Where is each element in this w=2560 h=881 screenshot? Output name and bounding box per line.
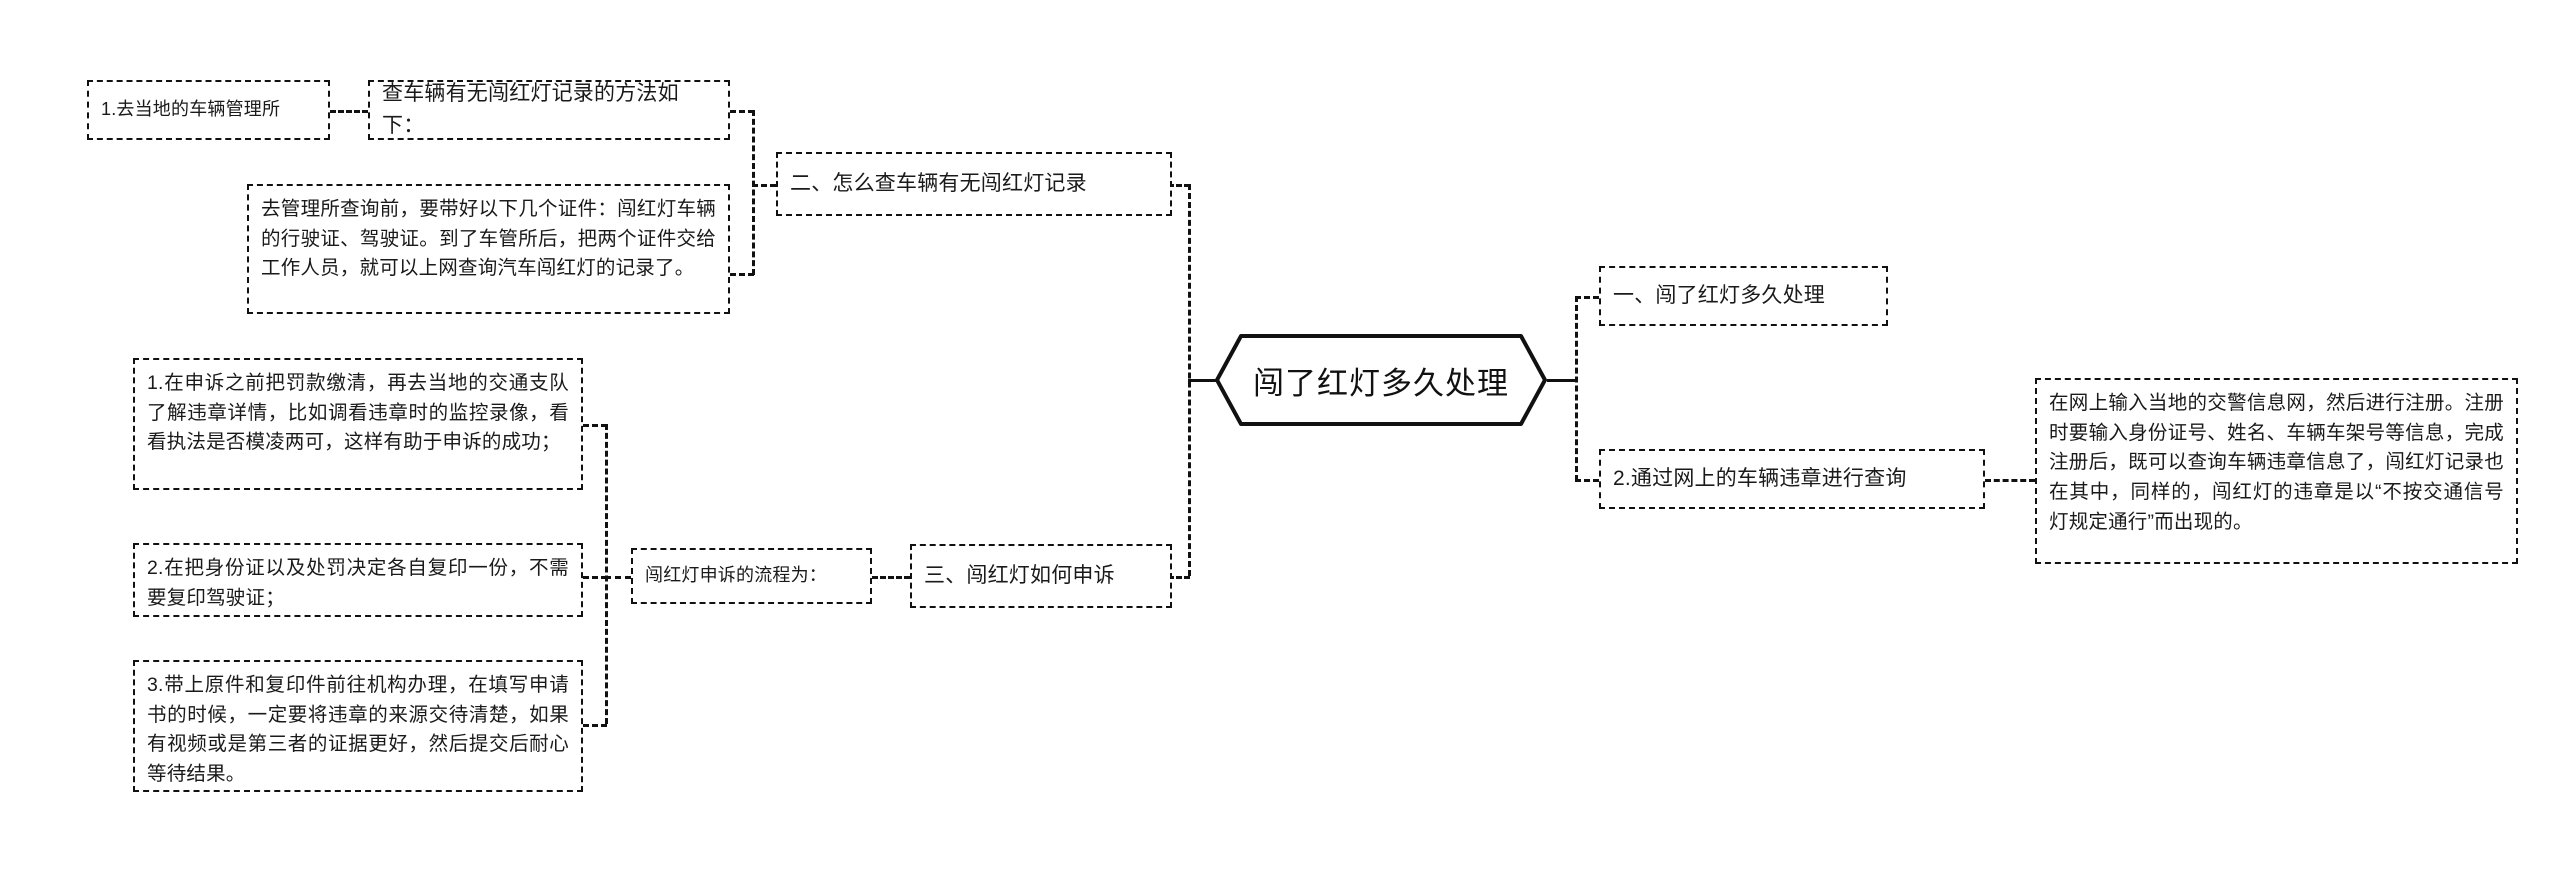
methods-to-item1 [330, 110, 368, 113]
sec2-sub-spine [752, 110, 755, 275]
node-online-query-detail-text: 在网上输入当地的交警信息网，然后进行注册。注册时要输入身份证号、姓名、车辆车架号… [2049, 392, 2504, 533]
node-vehicle-admin-office[interactable]: 1.去当地的车辆管理所 [87, 80, 330, 140]
node-query-methods-title-label: 查车辆有无闯红灯记录的方法如下： [382, 82, 679, 137]
left-spine-to-sec3 [1168, 576, 1190, 579]
node-appeal-step-2[interactable]: 2.在把身份证以及处罚决定各自复印一份，不需要复印驾驶证； [133, 543, 583, 617]
intro-out-stub [605, 576, 631, 579]
node-appeal-step-3[interactable]: 3.带上原件和复印件前往机构办理，在填写申请书的时候，一定要将违章的来源交待清楚… [133, 660, 583, 792]
node-office-detail[interactable]: 去管理所查询前，要带好以下几个证件：闯红灯车辆的行驶证、驾驶证。到了车管所后，把… [247, 184, 730, 314]
online-query-to-detail [1985, 479, 2035, 482]
left-spine [1188, 184, 1191, 576]
node-online-query[interactable]: 2.通过网上的车辆违章进行查询 [1599, 449, 1985, 509]
right-spine [1575, 296, 1578, 481]
root-right-stub [1547, 379, 1575, 382]
node-query-methods-title[interactable]: 查车辆有无闯红灯记录的方法如下： [368, 80, 730, 140]
node-vehicle-admin-office-label: 1.去当地的车辆管理所 [101, 99, 281, 120]
node-online-query-detail[interactable]: 在网上输入当地的交警信息网，然后进行注册。注册时要输入身份证号、姓名、车辆车架号… [2035, 378, 2518, 564]
node-appeal-step-1-text: 1.在申诉之前把罚款缴清，再去当地的交通支队了解违章详情，比如调看违章时的监控录… [147, 372, 569, 454]
node-appeal-intro[interactable]: 闯红灯申诉的流程为： [631, 548, 872, 604]
right-spine-to-online-query [1575, 479, 1599, 482]
left-spine-to-sec2 [1168, 184, 1190, 187]
steps-spine-to-step2 [583, 576, 607, 579]
node-section-1[interactable]: 一、闯了红灯多久处理 [1599, 266, 1888, 326]
node-appeal-step-3-text: 3.带上原件和复印件前往机构办理，在填写申请书的时候，一定要将违章的来源交待清楚… [147, 674, 569, 785]
node-section-3-label: 三、闯红灯如何申诉 [924, 564, 1115, 588]
right-spine-to-sec1 [1575, 296, 1599, 299]
node-section-3[interactable]: 三、闯红灯如何申诉 [910, 544, 1172, 608]
node-office-detail-text: 去管理所查询前，要带好以下几个证件：闯红灯车辆的行驶证、驾驶证。到了车管所后，把… [261, 198, 716, 280]
node-appeal-step-2-text: 2.在把身份证以及处罚决定各自复印一份，不需要复印驾驶证； [147, 557, 569, 609]
node-appeal-step-1[interactable]: 1.在申诉之前把罚款缴清，再去当地的交通支队了解违章详情，比如调看违章时的监控录… [133, 358, 583, 490]
sec3-to-intro [872, 576, 910, 579]
node-online-query-label: 2.通过网上的车辆违章进行查询 [1613, 467, 1907, 491]
sec2-spine-to-detail [730, 273, 754, 276]
node-appeal-intro-label: 闯红灯申诉的流程为： [645, 565, 827, 586]
sec2-out-stub [752, 184, 776, 187]
sec2-spine-to-methods [730, 110, 754, 113]
root-node[interactable]: 闯了红灯多久处理 [1215, 334, 1547, 426]
node-section-1-label: 一、闯了红灯多久处理 [1613, 284, 1825, 308]
root-label: 闯了红灯多久处理 [1253, 365, 1509, 401]
root-left-stub [1188, 379, 1216, 382]
steps-spine-to-step3 [583, 724, 607, 727]
steps-spine [605, 424, 608, 724]
steps-spine-to-step1 [583, 424, 607, 427]
node-section-2[interactable]: 二、怎么查车辆有无闯红灯记录 [776, 152, 1172, 216]
node-section-2-label: 二、怎么查车辆有无闯红灯记录 [790, 172, 1087, 196]
